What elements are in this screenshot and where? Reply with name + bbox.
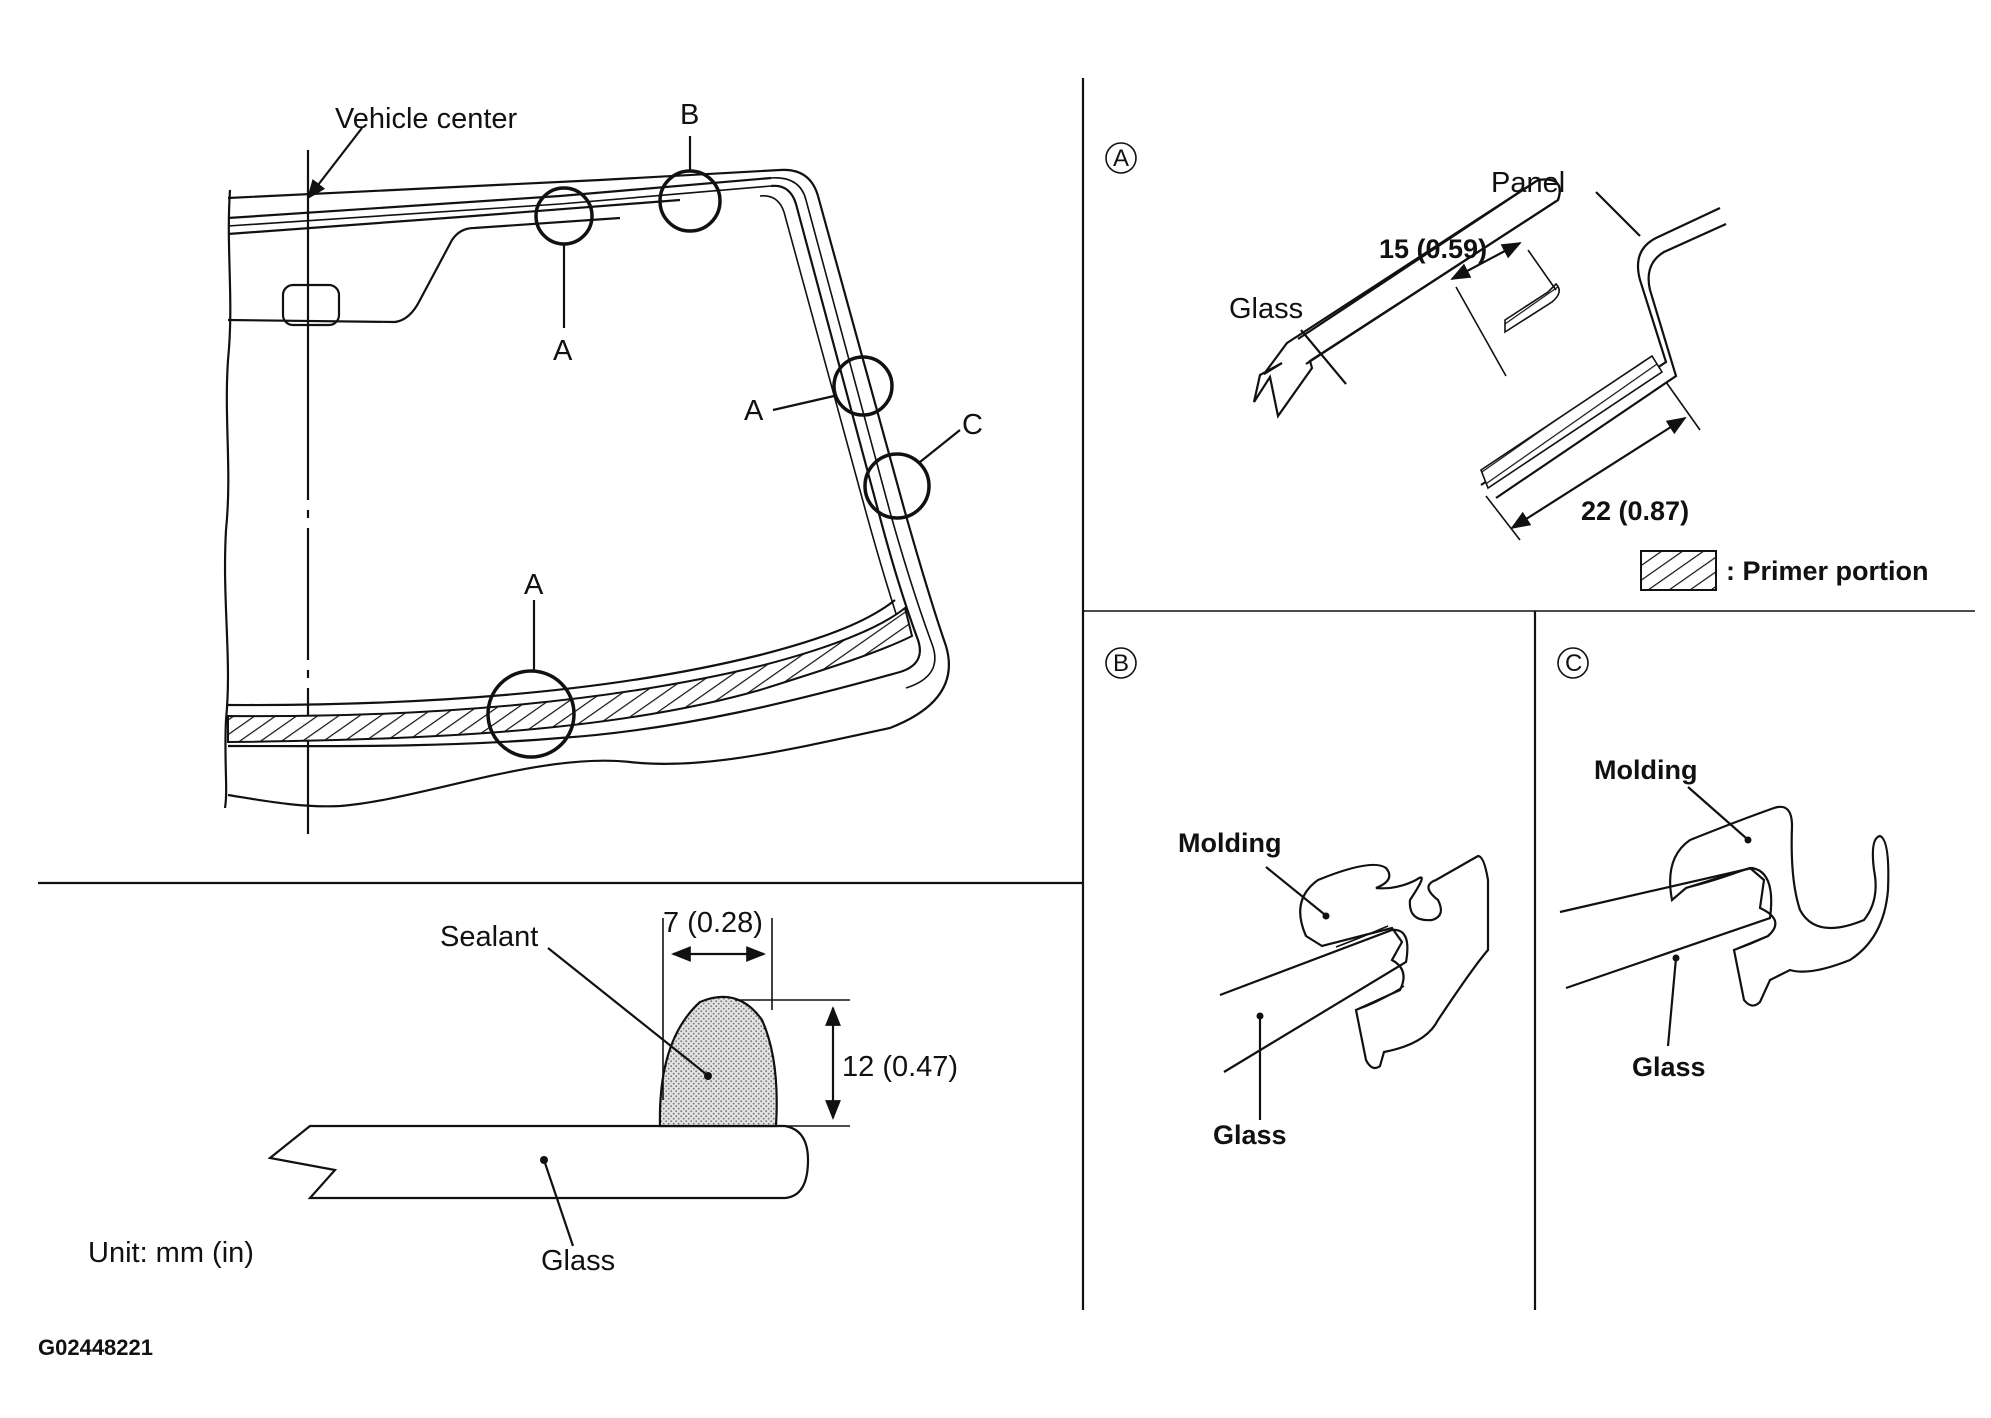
detail-a-marker: A <box>1113 145 1129 172</box>
main-view-labels: Vehicle center B A A C A <box>335 99 983 601</box>
sealant-section-view <box>267 918 850 1247</box>
primer-legend-label: : Primer portion <box>1726 556 1929 586</box>
detail-c-glass-label: Glass <box>1632 1052 1706 1082</box>
detail-c-labels: C Molding Glass <box>1565 650 1706 1082</box>
detail-b-molding-label: Molding <box>1178 828 1281 858</box>
point-label-b: B <box>680 99 699 131</box>
point-label-a-top: A <box>553 335 573 367</box>
sealant-height-dimension: 12 (0.47) <box>842 1051 958 1083</box>
detail-b-view <box>1105 647 1490 1120</box>
detail-c-marker: C <box>1565 650 1582 677</box>
detail-b-glass-label: Glass <box>1213 1120 1287 1150</box>
detail-a-labels: A Panel Glass 15 (0.59) 22 (0.87) : Prim… <box>1113 145 1929 586</box>
panel-label: Panel <box>1491 167 1565 199</box>
detail-b-marker: B <box>1113 650 1129 677</box>
figure-id: G02448221 <box>38 1335 153 1360</box>
panel-dimension: 22 (0.87) <box>1581 496 1689 526</box>
point-label-c: C <box>962 409 983 441</box>
panel-dividers <box>38 78 1975 1310</box>
sealant-section-labels: Sealant 7 (0.28) 12 (0.47) Glass Unit: m… <box>88 907 958 1277</box>
sealant-width-dimension: 7 (0.28) <box>663 907 763 939</box>
detail-c-view <box>1557 647 1890 1047</box>
point-label-a-side: A <box>744 395 764 427</box>
detail-c-molding-label: Molding <box>1594 755 1697 785</box>
sealant-label: Sealant <box>440 921 538 953</box>
windshield-main-view <box>223 127 961 834</box>
glass-dimension: 15 (0.59) <box>1379 234 1487 264</box>
detail-a-view <box>1105 142 1727 591</box>
point-label-a-bottom: A <box>524 569 544 601</box>
detail-b-labels: B Molding Glass <box>1113 650 1287 1150</box>
vehicle-center-label: Vehicle center <box>335 103 518 135</box>
sealant-glass-label: Glass <box>541 1245 615 1277</box>
unit-label: Unit: mm (in) <box>88 1237 254 1269</box>
detail-a-glass-label: Glass <box>1229 293 1303 325</box>
